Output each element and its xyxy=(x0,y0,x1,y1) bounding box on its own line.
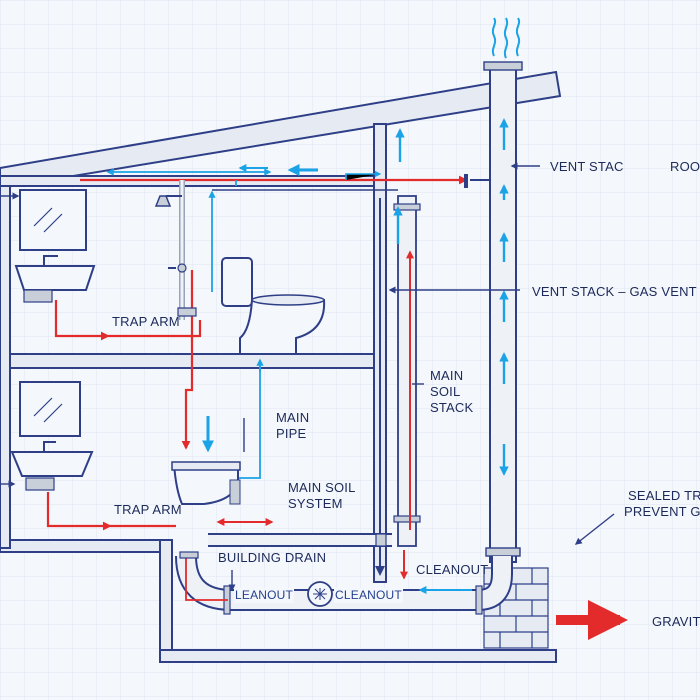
lower-floor-slab xyxy=(0,539,163,553)
cleanout-left-label: LEANOUT xyxy=(234,588,295,603)
main-pipe-label-line1: MAIN xyxy=(276,410,310,425)
building-drain-label: BUILDING DRAIN xyxy=(218,550,327,565)
vent-stack-top-label: VENT STAC xyxy=(550,159,624,174)
main-soil-stack-pipe xyxy=(393,195,421,547)
cleanout-right-label: CLEANOUT xyxy=(416,562,489,577)
main-soil-system-label-line1: MAIN SOIL xyxy=(288,480,356,495)
main-soil-stack-label-line2: SOIL xyxy=(430,384,461,399)
annotation-lines xyxy=(0,162,615,592)
mirror-icon xyxy=(19,381,81,437)
drain-coupling xyxy=(375,533,387,547)
toilet-icon xyxy=(221,257,326,355)
main-pipe-label-line2: PIPE xyxy=(276,426,307,441)
bathroom-sink-icon xyxy=(10,441,94,491)
main-soil-stack-label-line3: STACK xyxy=(430,400,474,415)
cleanout-fitting-icon xyxy=(307,581,333,607)
upper-vent-branches xyxy=(208,180,264,479)
foundation-wall xyxy=(159,539,173,661)
roof-label: ROO xyxy=(670,159,700,174)
trap-arm-upper-label: TRAP ARM xyxy=(112,314,180,329)
upper-trap-arm-drain xyxy=(54,180,202,450)
interior-wall-left xyxy=(0,177,11,549)
drain-coupling xyxy=(179,551,199,559)
cleanout-middle-label: CLEANOUT xyxy=(334,588,403,603)
main-soil-system-label-line2: SYSTEM xyxy=(288,496,343,511)
vent-stack-gas-label: VENT STACK – GAS VENT xyxy=(532,284,697,299)
toilet-icon xyxy=(171,461,241,505)
bathroom-sink-icon xyxy=(14,255,96,303)
gravity-label: GRAVIT xyxy=(652,614,700,629)
building-drain-pipe xyxy=(175,533,513,615)
mirror-icon xyxy=(19,189,87,251)
lower-trap-arm-drain xyxy=(46,492,274,601)
roof xyxy=(0,70,562,190)
shower-head-icon xyxy=(154,195,197,317)
steam-wavy-lines-icon xyxy=(491,17,521,59)
main-soil-stack-label-line1: MAIN xyxy=(430,368,464,383)
foundation-slab xyxy=(159,649,557,663)
sealed-trap-label-line2: PREVENT G xyxy=(624,504,700,519)
trap-arm-lower-label: TRAP ARM xyxy=(114,502,182,517)
sealed-trap-label-line1: SEALED TR xyxy=(628,488,700,503)
stack-flow-arrows xyxy=(375,128,472,594)
upper-vent-line xyxy=(80,168,490,191)
